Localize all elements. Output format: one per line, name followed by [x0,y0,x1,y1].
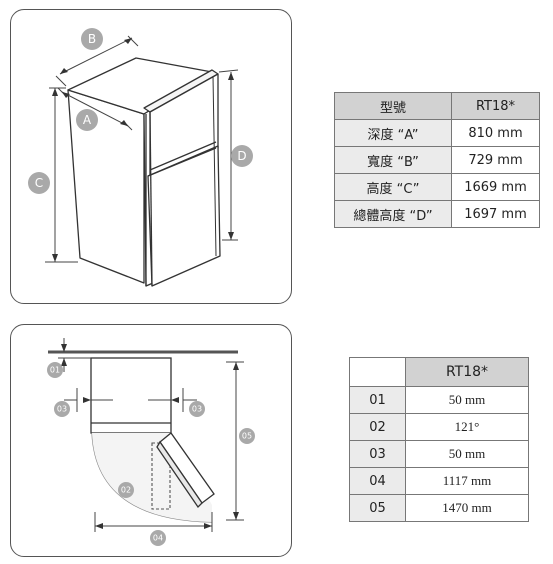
header-model-value: RT18* [405,357,529,387]
label-03-left-badge: 03 [54,401,70,417]
dimensions-table: 型號 RT18* 深度 “A” 810 mm 寬度 “B” 729 mm 高度 … [334,92,540,228]
table-header-row: RT18* [349,357,529,387]
svg-text:B: B [88,32,96,46]
row-label: 04 [349,467,406,495]
label-01-badge: 01 [47,362,63,378]
table-row: 深度 “A” 810 mm [334,119,540,147]
label-c-badge: C [28,172,50,194]
row-label: 01 [349,386,406,414]
row-value: 1669 mm [451,173,540,201]
header-model-label: 型號 [334,92,452,120]
table-row: 02 121° [349,413,529,441]
svg-text:04: 04 [153,534,163,543]
svg-text:03: 03 [57,405,67,414]
label-d-badge: D [231,145,253,167]
svg-text:01: 01 [50,366,60,375]
svg-text:05: 05 [242,432,252,441]
table-row: 05 1470 mm [349,494,529,522]
table-row: 04 1117 mm [349,467,529,495]
row-label: 02 [349,413,406,441]
label-05-badge: 05 [239,428,255,444]
row-label: 高度 “C” [334,173,452,201]
row-label: 05 [349,494,406,522]
label-a-badge: A [76,109,98,131]
row-label: 總體高度 “D” [334,200,452,228]
row-label: 03 [349,440,406,468]
clearance-table: RT18* 01 50 mm 02 121° 03 50 mm 04 1117 … [349,357,529,522]
svg-text:A: A [83,113,92,127]
svg-text:C: C [35,176,43,190]
fridge-door [147,145,221,287]
row-value: 50 mm [405,386,529,414]
table-row: 01 50 mm [349,386,529,414]
row-label: 深度 “A” [334,119,452,147]
fridge-body-top-view [90,357,172,434]
header-corner [349,357,406,387]
table-row: 總體高度 “D” 1697 mm [334,200,540,228]
svg-text:02: 02 [121,486,131,495]
row-value: 50 mm [405,440,529,468]
table-row: 高度 “C” 1669 mm [334,173,540,201]
row-value: 1470 mm [405,494,529,522]
table-row: 寬度 “B” 729 mm [334,146,540,174]
svg-text:03: 03 [192,405,202,414]
svg-text:D: D [237,149,246,163]
row-label: 寬度 “B” [334,146,452,174]
row-value: 810 mm [451,119,540,147]
header-model-value: RT18* [451,92,540,120]
row-value: 1697 mm [451,200,540,228]
row-value: 1117 mm [405,467,529,495]
row-value: 729 mm [451,146,540,174]
label-02-badge: 02 [118,482,134,498]
table-header-row: 型號 RT18* [334,92,540,120]
label-03-right-badge: 03 [189,401,205,417]
label-04-badge: 04 [150,530,166,546]
table-row: 03 50 mm [349,440,529,468]
label-b-badge: B [81,28,103,50]
row-value: 121° [405,413,529,441]
